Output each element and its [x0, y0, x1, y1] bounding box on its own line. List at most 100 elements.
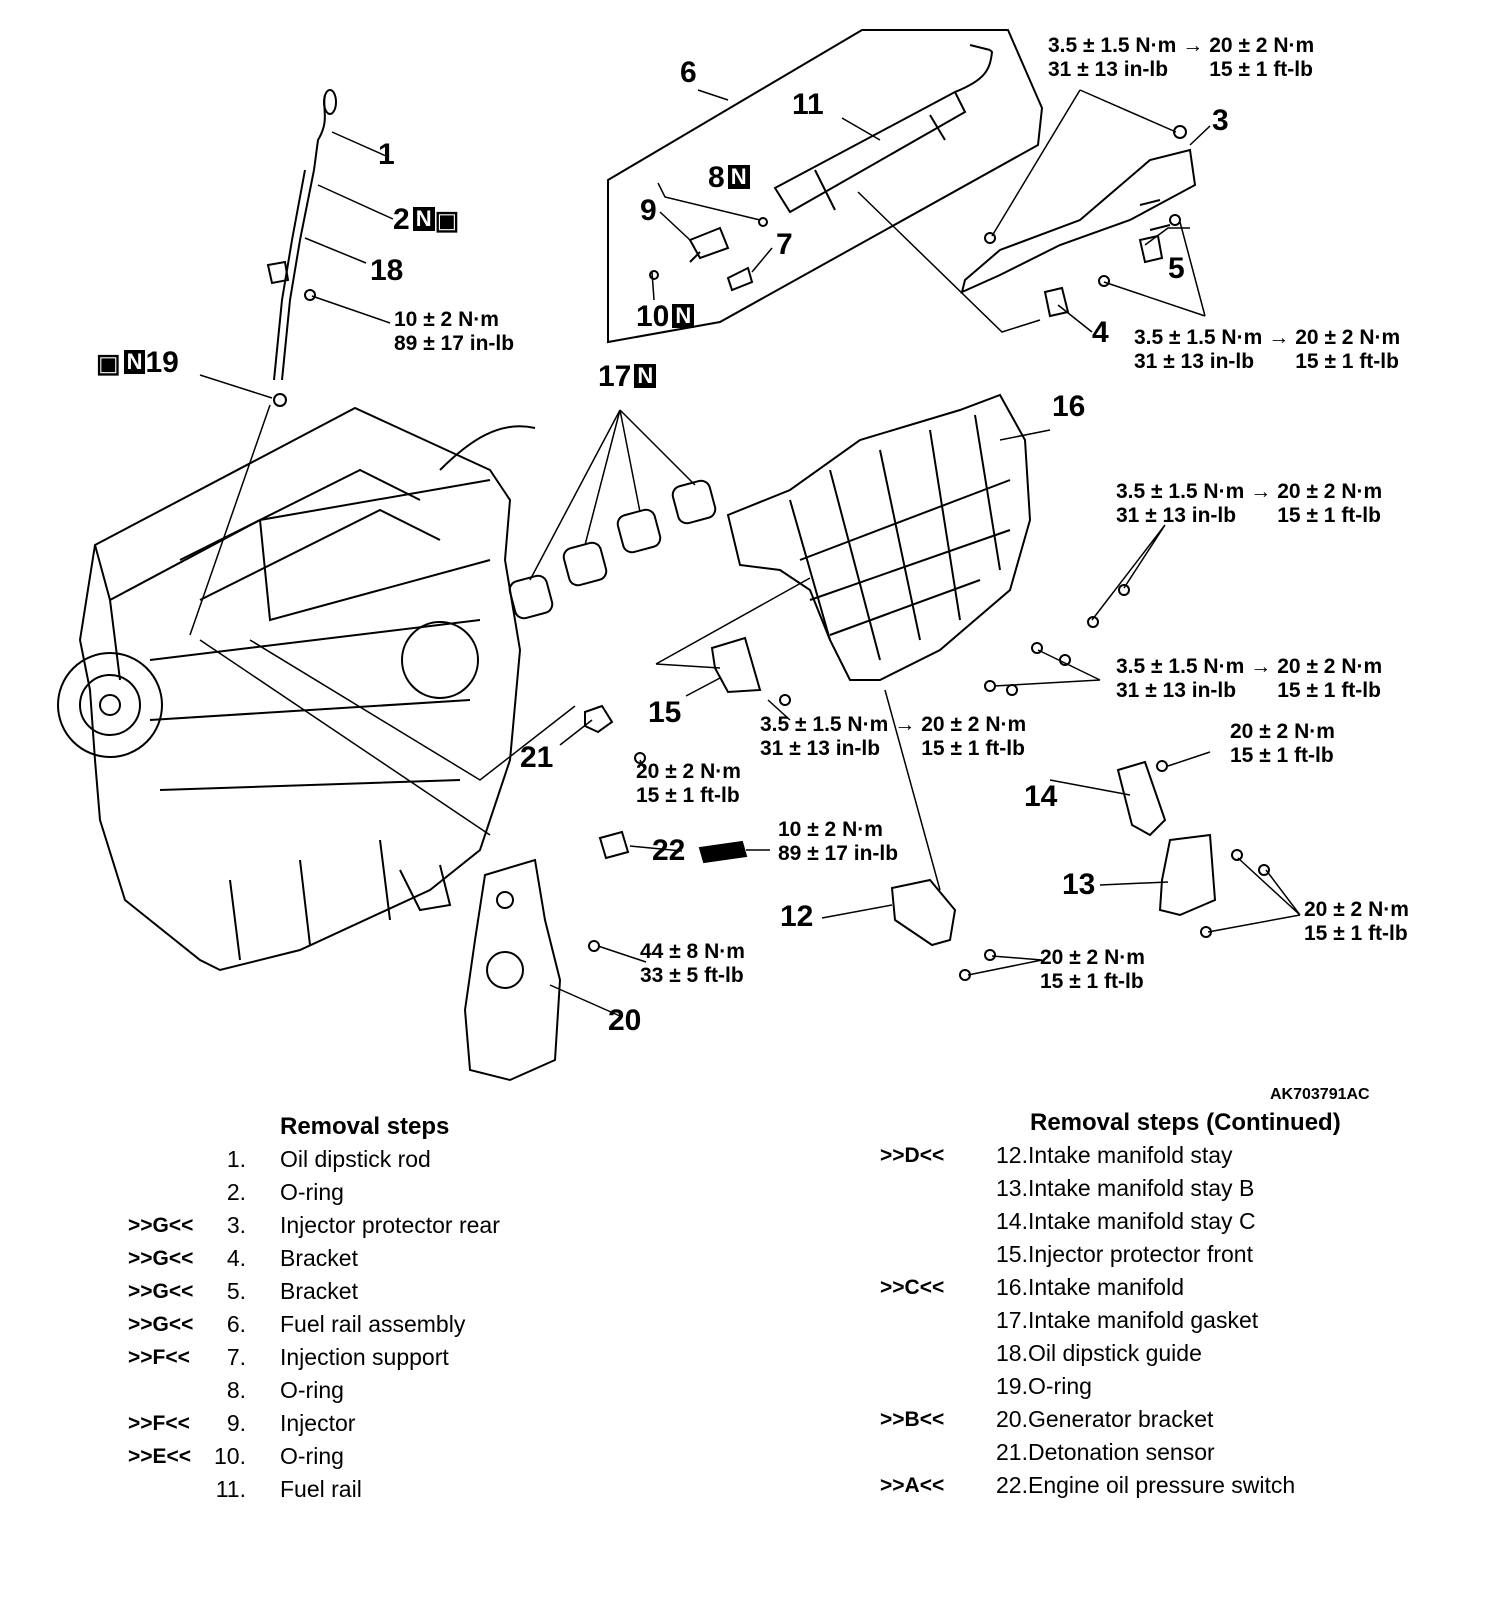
sealant-icon: ▣ [434, 205, 460, 235]
callout-13: 13 [1062, 868, 1096, 901]
callout-3: 3 [1212, 104, 1229, 137]
detonation-sensor-part [584, 704, 614, 734]
arrow-icon: → [894, 713, 916, 736]
step-note-code: >>B<< [880, 1408, 945, 1431]
list-item: >>G<< 5. Bracket [128, 1275, 648, 1308]
callout-6: 6 [680, 56, 697, 89]
list-item: >>G<<3.Injector protector rear [128, 1209, 648, 1242]
intake-manifold-stay-b-part [1158, 833, 1217, 917]
intake-manifold-stay-part [890, 878, 957, 947]
n-mark-icon: N [412, 207, 435, 231]
engine-block [57, 406, 536, 972]
intake-manifold-part [726, 393, 1032, 681]
list-item: >>B<< 20.Generator bracket [880, 1403, 1400, 1436]
n-mark-icon: N [634, 364, 657, 388]
step-number: 3. [226, 1212, 246, 1238]
step-label: O-ring [280, 1443, 344, 1469]
step-label: Injector protector front [1028, 1241, 1253, 1267]
callout-15: 15 [648, 696, 682, 729]
bracket-5-part [1138, 234, 1164, 264]
step-number: 7. [226, 1344, 246, 1370]
callout-14: 14 [1024, 780, 1058, 813]
list-item: 1.Oil dipstick rod [128, 1143, 648, 1176]
arrow-icon: → [1268, 326, 1290, 349]
step-label: Detonation sensor [1028, 1439, 1215, 1465]
callout-9: 9 [640, 194, 657, 227]
step-number: 14. [996, 1208, 1028, 1234]
step-number: 18. [996, 1340, 1028, 1366]
intake-manifold-stay-c-part [1116, 760, 1167, 837]
exploded-view-diagram [57, 29, 1301, 1082]
step-note-code: >>F<< [128, 1346, 190, 1369]
arrow-icon: → [1182, 34, 1204, 57]
list-item: >>E<< 10. O-ring [128, 1440, 648, 1473]
step-note-code: >>G<< [128, 1280, 194, 1303]
callout-22: 22 [652, 834, 686, 867]
removal-steps-title: Removal steps [280, 1113, 450, 1140]
step-note-code: >>A<< [880, 1474, 945, 1497]
list-item: 21.Detonation sensor [880, 1436, 1400, 1469]
step-label: O-ring [1028, 1373, 1092, 1399]
step-number: 19. [996, 1373, 1028, 1399]
list-item: >>C<<16.Intake manifold [880, 1271, 1400, 1304]
arrow-icon: → [1250, 655, 1272, 678]
oil-pressure-switch-part [598, 830, 630, 860]
step-note-code: >>G<< [128, 1247, 194, 1270]
intake-gasket-part [508, 479, 717, 620]
callout-12: 12 [780, 900, 814, 933]
list-item: 17.Intake manifold gasket [880, 1304, 1400, 1337]
injector-protector-rear-part [960, 148, 1197, 294]
step-label: Fuel rail [280, 1476, 362, 1502]
step-number: 5. [226, 1278, 246, 1304]
callout-5: 5 [1168, 252, 1185, 285]
removal-steps-continued-title: Removal steps (Continued) [1030, 1109, 1341, 1136]
n-mark-icon: N [123, 350, 146, 374]
sealant-tube-icon [698, 840, 748, 864]
oil-dipstick-part [266, 89, 337, 407]
o-ring-8-part [758, 217, 768, 227]
callout-20: 20 [608, 1004, 642, 1037]
step-number: 1. [226, 1146, 246, 1172]
list-item: 11. Fuel rail [128, 1473, 648, 1506]
step-number: 6. [226, 1311, 246, 1337]
step-note-code: >>C<< [880, 1276, 945, 1299]
step-number: 15. [996, 1241, 1028, 1267]
step-number: 10. [214, 1443, 246, 1469]
list-item: >>F<<9.Injector [128, 1407, 648, 1440]
bracket-4-part [1043, 286, 1070, 318]
step-note-code: >>E<< [128, 1445, 192, 1468]
step-number: 20. [996, 1406, 1028, 1432]
list-item: 2. O-ring [128, 1176, 648, 1209]
step-number: 2. [226, 1179, 246, 1205]
step-note-code: >>G<< [128, 1313, 194, 1336]
step-label: Injector protector rear [280, 1212, 500, 1238]
list-item: 15.Injector protector front [880, 1238, 1400, 1271]
step-label: Intake manifold stay [1028, 1142, 1233, 1168]
list-item: >>D<<12.Intake manifold stay [880, 1139, 1400, 1172]
step-number: 21. [996, 1439, 1028, 1465]
callout-7: 7 [776, 228, 793, 261]
callout-4: 4 [1092, 316, 1109, 349]
callout-11: 11 [792, 88, 824, 121]
n-mark-icon: N [672, 304, 695, 328]
step-number: 17. [996, 1307, 1028, 1333]
callout-1: 1 [378, 138, 395, 171]
fuel-rail-assembly-frame [607, 29, 1044, 344]
step-number: 11. [215, 1476, 246, 1502]
step-label: Generator bracket [1028, 1406, 1214, 1432]
step-label: O-ring [280, 1179, 344, 1205]
step-label: Bracket [280, 1278, 358, 1304]
injector-part [688, 226, 730, 263]
arrow-icon: → [1250, 480, 1272, 503]
step-note-code: >>D<< [880, 1144, 945, 1167]
list-item: 14.Intake manifold stay C [880, 1205, 1400, 1238]
